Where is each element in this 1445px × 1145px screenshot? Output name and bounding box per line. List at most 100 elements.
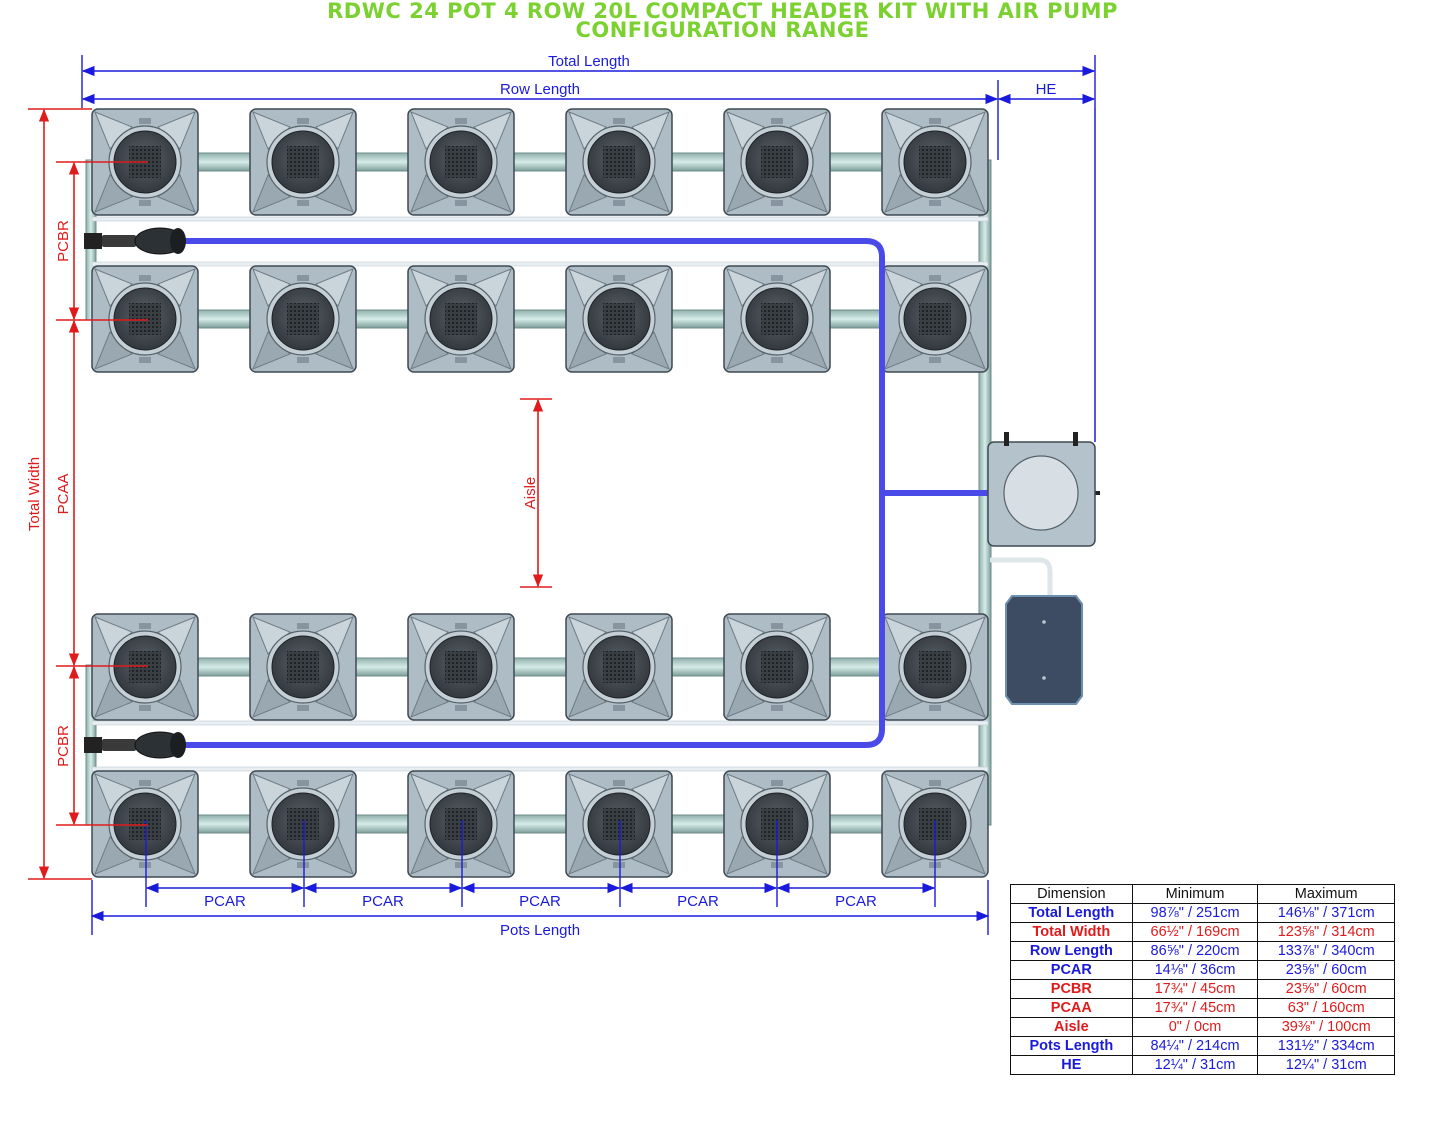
dimension-cell: PCAR xyxy=(1010,960,1133,980)
valve-body xyxy=(102,739,136,751)
he-label: HE xyxy=(1036,81,1057,98)
pot-r2-c5 xyxy=(723,265,831,373)
pot-r1-c4 xyxy=(565,108,673,216)
pcaa-label: PCAA xyxy=(55,474,72,515)
pcar-label-2: PCAR xyxy=(362,893,404,910)
minimum-cell: 17¾" / 45cm xyxy=(1131,979,1259,999)
pot-r2-c4 xyxy=(565,265,673,373)
air-pump-screw xyxy=(1042,676,1046,680)
minimum-cell: 0" / 0cm xyxy=(1131,1017,1259,1037)
dimension-cell: PCBR xyxy=(1010,979,1133,999)
pot-r1-c3 xyxy=(407,108,515,216)
row-length-label: Row Length xyxy=(500,81,580,98)
pcar-label-4: PCAR xyxy=(677,893,719,910)
pcar-label-3: PCAR xyxy=(519,893,561,910)
dimension-lines xyxy=(28,55,1096,935)
valve-fitting xyxy=(84,737,102,753)
row-pipe xyxy=(91,814,989,834)
pot-r3-c6 xyxy=(881,613,989,721)
minimum-cell: 86⅝" / 220cm xyxy=(1131,941,1259,961)
title-line-1: RDWC 24 POT 4 ROW 20L COMPACT HEADER KIT… xyxy=(327,0,1118,23)
maximum-cell: 146⅛" / 371cm xyxy=(1257,903,1395,923)
pot-r3-c5 xyxy=(723,613,831,721)
dimension-cell: Pots Length xyxy=(1010,1036,1133,1056)
air-pump-screw xyxy=(1042,620,1046,624)
pcbr-top-label: PCBR xyxy=(55,220,72,262)
maximum-cell: 23⅝" / 60cm xyxy=(1257,979,1395,999)
valve-fitting xyxy=(84,233,102,249)
pots-length-label: Pots Length xyxy=(500,922,580,939)
dimension-labels: Total Length Row Length HE Total Width P… xyxy=(26,53,1056,939)
pot-r3-c1 xyxy=(91,613,199,721)
air-valve-cap xyxy=(170,228,186,254)
aisle-label: Aisle xyxy=(522,477,539,510)
pcar-label-5: PCAR xyxy=(835,893,877,910)
pot-r4-c3 xyxy=(407,770,515,878)
pot-r3-c4 xyxy=(565,613,673,721)
header-tank-bracket xyxy=(1073,432,1078,446)
pot-r3-c3 xyxy=(407,613,515,721)
dimension-cell: Row Length xyxy=(1010,941,1133,961)
dimension-cell: Total Width xyxy=(1010,922,1133,942)
title-block: RDWC 24 POT 4 ROW 20L COMPACT HEADER KIT… xyxy=(0,0,1445,42)
minimum-cell: 12¼" / 31cm xyxy=(1131,1055,1259,1075)
table-header-row: Dimension Minimum Maximum xyxy=(1010,884,1395,904)
minimum-cell: 84¼" / 214cm xyxy=(1131,1036,1259,1056)
pot-grid xyxy=(91,108,989,878)
air-pump xyxy=(1005,595,1083,705)
header-tank-lid xyxy=(1003,455,1079,531)
dimension-cell: Aisle xyxy=(1010,1017,1133,1037)
pot-r4-c1 xyxy=(91,770,199,878)
pot-r4-c2 xyxy=(249,770,357,878)
table-header: Dimension xyxy=(1010,884,1133,904)
dimension-cell: Total Length xyxy=(1010,903,1133,923)
total-length-label: Total Length xyxy=(548,53,630,70)
header-tank-bracket xyxy=(1004,432,1009,446)
pot-r2-c1 xyxy=(91,265,199,373)
minimum-cell: 98⅞" / 251cm xyxy=(1131,903,1259,923)
minimum-cell: 66½" / 169cm xyxy=(1131,922,1259,942)
table-header: Minimum xyxy=(1131,884,1259,904)
maximum-cell: 123⅝" / 314cm xyxy=(1257,922,1395,942)
pot-r2-c6 xyxy=(881,265,989,373)
minimum-cell: 17¾" / 45cm xyxy=(1131,998,1259,1018)
maximum-cell: 131½" / 334cm xyxy=(1257,1036,1395,1056)
row-pipe xyxy=(91,152,989,172)
air-valve-cap xyxy=(170,732,186,758)
pot-r4-c4 xyxy=(565,770,673,878)
row-pipe xyxy=(91,657,989,677)
air-tube xyxy=(91,261,989,267)
pcbr-bottom-label: PCBR xyxy=(55,725,72,767)
row-pipe xyxy=(91,309,989,329)
maximum-cell: 23⅝" / 60cm xyxy=(1257,960,1395,980)
air-pump-tube xyxy=(990,557,1053,598)
title-line-2: CONFIGURATION RANGE xyxy=(575,18,870,42)
dimension-cell: HE xyxy=(1010,1055,1133,1075)
maximum-cell: 133⅞" / 340cm xyxy=(1257,941,1395,961)
maximum-cell: 39⅜" / 100cm xyxy=(1257,1017,1395,1037)
air-tube xyxy=(91,720,989,726)
pot-r2-c2 xyxy=(249,265,357,373)
minimum-cell: 14⅛" / 36cm xyxy=(1131,960,1259,980)
air-tube xyxy=(91,216,989,222)
equipment xyxy=(84,108,1100,759)
pcar-label-1: PCAR xyxy=(204,893,246,910)
pot-r1-c2 xyxy=(249,108,357,216)
pot-r1-c6 xyxy=(881,108,989,216)
valve-body xyxy=(102,235,136,247)
pot-r2-c3 xyxy=(407,265,515,373)
dimension-cell: PCAA xyxy=(1010,998,1133,1018)
maximum-cell: 12¼" / 31cm xyxy=(1257,1055,1395,1075)
